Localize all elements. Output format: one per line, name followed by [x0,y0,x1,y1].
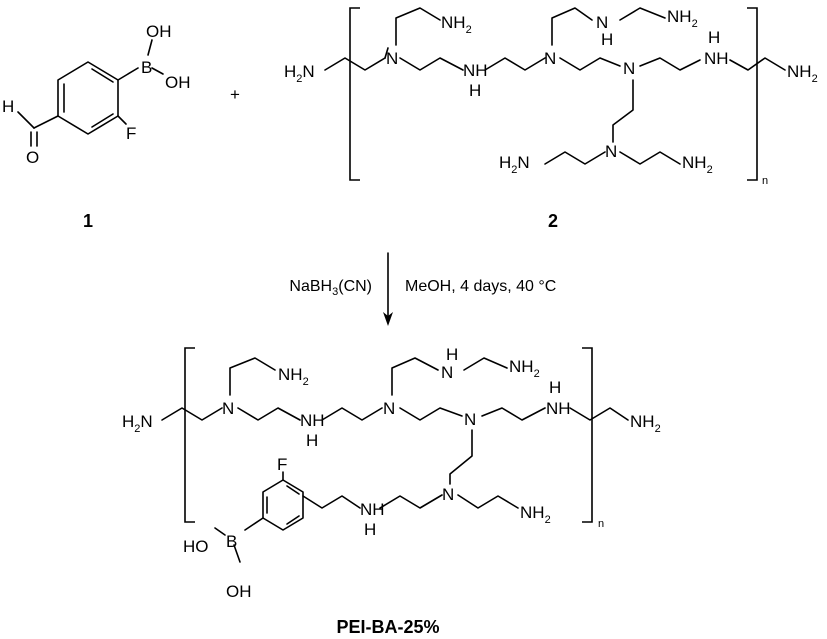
fluorine-atom: F [126,124,136,143]
hydroxyl-label: OH [165,73,191,92]
amine-hydrogen: H [306,431,318,450]
secondary-amine: NH [704,49,729,68]
boron-atom: B [226,532,237,551]
secondary-amine: NH [360,500,385,519]
primary-amine-label: NH2 [787,62,818,85]
product-label: PEI-BA-25% [336,617,439,637]
amine-hydrogen: H [364,520,376,539]
compound-1-structure: B OH OH F H O [2,22,191,167]
boron-atom: B [141,58,152,77]
hydrogen-atom: H [2,97,14,116]
secondary-amine: NH [463,61,488,80]
compound-2-label: 2 [548,211,558,231]
compound-1-label: 1 [83,211,93,231]
secondary-amine: NH [546,399,571,418]
repeat-unit-n: n [762,175,768,187]
amine-h2n-label: H2N [284,62,315,85]
primary-amine-label: NH2 [682,153,713,176]
solvent-conditions-label: MeOH, 4 days, 40 °C [405,278,556,295]
secondary-amine: NH [300,411,325,430]
amine-h2n-label: H2N [122,412,153,435]
tertiary-amine: N [605,142,617,161]
primary-amine-label: NH2 [667,7,698,30]
hydroxyl-label: HO [183,537,209,556]
compound-2-structure: H2N N NH2 NH H N N H NH2 N NH H NH2 N H2… [284,7,818,187]
repeat-unit-n: n [598,518,604,530]
hydroxyl-label: OH [146,22,172,41]
reagent-label: NaBH3(CN) [289,278,372,298]
amine-hydrogen: H [469,81,481,100]
tertiary-amine: N [442,485,454,504]
secondary-amine: N [596,13,608,32]
primary-amine-label: NH2 [630,412,661,435]
amine-hydrogen: H [549,378,561,397]
reaction-arrow [383,252,393,326]
tertiary-amine: N [623,59,635,78]
hydroxyl-label: OH [226,582,252,601]
tertiary-amine: N [222,399,234,418]
product-structure: H2N N NH2 NH H N N H NH2 N NH H NH2 N NH… [122,345,661,601]
tertiary-amine: N [383,399,395,418]
oxygen-atom: O [26,148,39,167]
primary-amine-label: NH2 [278,365,309,388]
primary-amine-label: NH2 [509,357,540,380]
secondary-amine: N [441,363,453,382]
primary-amine-label: NH2 [441,13,472,36]
amine-hydrogen: H [601,30,613,49]
amine-hydrogen: H [446,345,458,364]
plus-sign: + [230,85,240,104]
primary-amine-label: NH2 [520,503,551,526]
fluorine-atom: F [277,455,287,474]
tertiary-amine: N [386,49,398,68]
amine-h2n-label: H2N [499,153,530,176]
amine-hydrogen: H [708,28,720,47]
tertiary-amine: N [544,49,556,68]
tertiary-amine: N [464,410,476,429]
